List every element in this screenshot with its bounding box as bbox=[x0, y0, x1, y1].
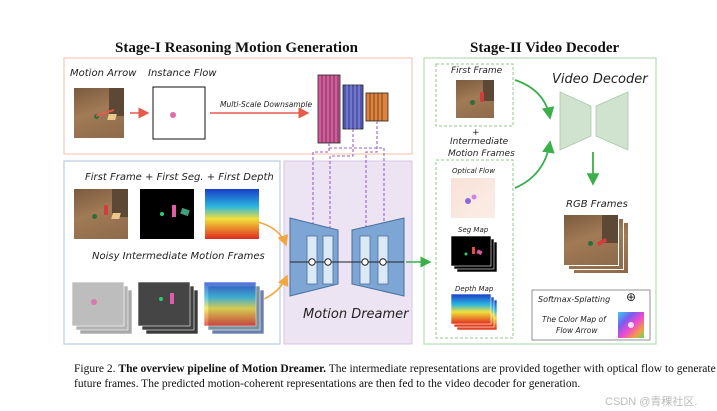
pipeline-diagram bbox=[63, 57, 657, 345]
first-depth-image bbox=[205, 189, 259, 239]
depth-map-label: Depth Map bbox=[455, 285, 494, 293]
figure-number: Figure 2. bbox=[74, 363, 116, 375]
rgb-frames-label: RGB Frames bbox=[566, 199, 628, 210]
video-decoder-label: Video Decoder bbox=[552, 72, 648, 87]
intermediate-label-line2: Motion Frames bbox=[448, 149, 515, 159]
instance-flow-label: Instance Flow bbox=[148, 68, 217, 79]
seg-map-label: Seg Map bbox=[458, 226, 489, 234]
stage2-first-frame-image bbox=[456, 80, 494, 118]
plus-label: + bbox=[472, 128, 480, 138]
noisy-seg-stack bbox=[137, 281, 199, 335]
arrow-first-frame-to-dreamer bbox=[257, 221, 289, 247]
caption-line2: future frames. The predicted motion-cohe… bbox=[74, 378, 581, 390]
downsample-label: Multi-Scale Downsample bbox=[220, 100, 313, 109]
first-frame-label: First Frame bbox=[451, 66, 503, 76]
feature-stack-blue bbox=[342, 84, 364, 130]
motion-arrow-label: Motion Arrow bbox=[70, 68, 137, 79]
intermediate-label-line1: Intermediate bbox=[450, 137, 509, 147]
first-frame-set-label: First Frame + First Seg. + First Depth bbox=[85, 172, 274, 183]
softmax-splatting-label: Softmax-Splatting bbox=[538, 295, 611, 304]
depth-map-stack bbox=[450, 293, 498, 331]
first-seg-image bbox=[140, 189, 194, 239]
caption-bold-title: The overview pipeline of Motion Dreamer. bbox=[118, 363, 327, 375]
seg-map-stack bbox=[450, 235, 498, 273]
conditioning-box bbox=[63, 160, 281, 345]
video-decoder-shape bbox=[559, 91, 629, 151]
noisy-frames-label: Noisy Intermediate Motion Frames bbox=[92, 251, 265, 262]
first-frame-dashed-box bbox=[435, 63, 514, 127]
feature-stack-pink bbox=[317, 74, 341, 144]
noisy-depth-stack bbox=[203, 281, 265, 335]
noisy-gray-stack bbox=[71, 281, 133, 335]
arrow-noisy-to-dreamer bbox=[261, 274, 289, 301]
feature-stack-orange bbox=[365, 92, 389, 122]
stage1-top-box bbox=[63, 57, 413, 155]
feature-injection-lines bbox=[311, 121, 390, 252]
arrow-first-frame-to-video-decoder bbox=[514, 79, 555, 120]
stage2-box bbox=[423, 57, 657, 345]
oplus-icon: ⊕ bbox=[626, 290, 637, 304]
figure-caption: Figure 2. The overview pipeline of Motio… bbox=[74, 362, 716, 392]
instance-dot bbox=[170, 112, 176, 118]
motion-arrow-image bbox=[74, 88, 124, 138]
instance-flow-box bbox=[152, 86, 206, 140]
unet-nodes bbox=[308, 258, 387, 266]
unet-encoder bbox=[289, 217, 339, 297]
caption-line1-rest: The intermediate representations are pro… bbox=[328, 363, 716, 375]
color-map-label-line1: The Color Map of bbox=[542, 315, 606, 324]
unet-decoder bbox=[351, 217, 405, 297]
color-map-label-line2: Flow Arrow bbox=[556, 326, 598, 335]
optical-flow-label: Optical Flow bbox=[452, 167, 495, 175]
stage2-title: Stage-II Video Decoder bbox=[470, 40, 620, 56]
stage1-title: Stage-I Reasoning Motion Generation bbox=[115, 40, 358, 56]
watermark: CSDN @青稞社区. bbox=[605, 396, 698, 408]
first-frame-image bbox=[74, 189, 128, 239]
arrow-intermediate-to-video-decoder bbox=[514, 140, 555, 189]
intermediate-dashed-box bbox=[435, 159, 514, 339]
motion-dreamer-label: Motion Dreamer bbox=[303, 307, 409, 322]
rgb-frame-front bbox=[563, 214, 619, 266]
